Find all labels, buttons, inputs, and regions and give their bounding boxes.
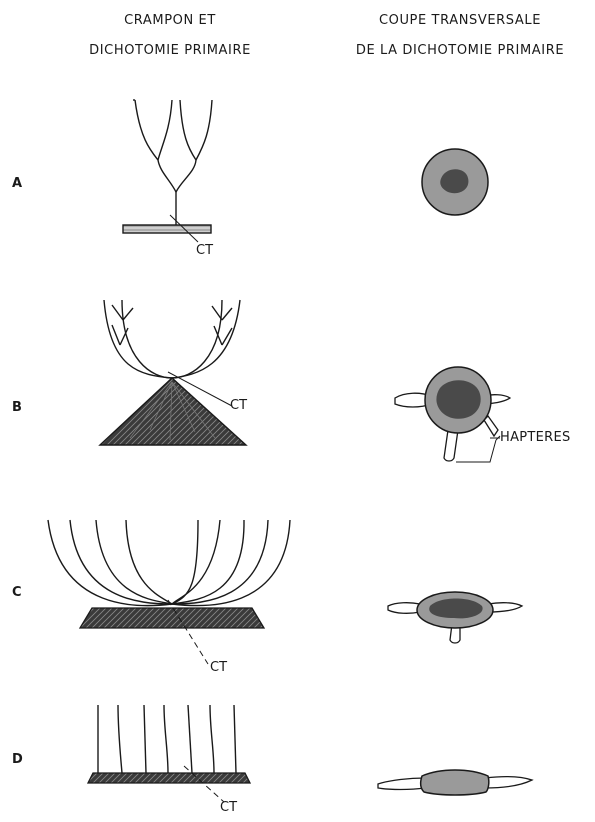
branch-a [158, 160, 196, 192]
cross-section-c [388, 592, 522, 643]
cross-section-b [395, 367, 510, 462]
cross-section-a [422, 149, 488, 215]
substrate-a [123, 225, 211, 233]
holdfast-b [100, 378, 246, 445]
ct-pointer-d [184, 766, 224, 802]
crampon-d [88, 705, 250, 802]
cross-section-d [378, 770, 532, 795]
crampon-a [123, 100, 212, 242]
holdfast-c [80, 608, 264, 628]
holdfast-d [88, 773, 250, 783]
crampon-b [100, 300, 246, 445]
crampon-c [48, 520, 290, 664]
